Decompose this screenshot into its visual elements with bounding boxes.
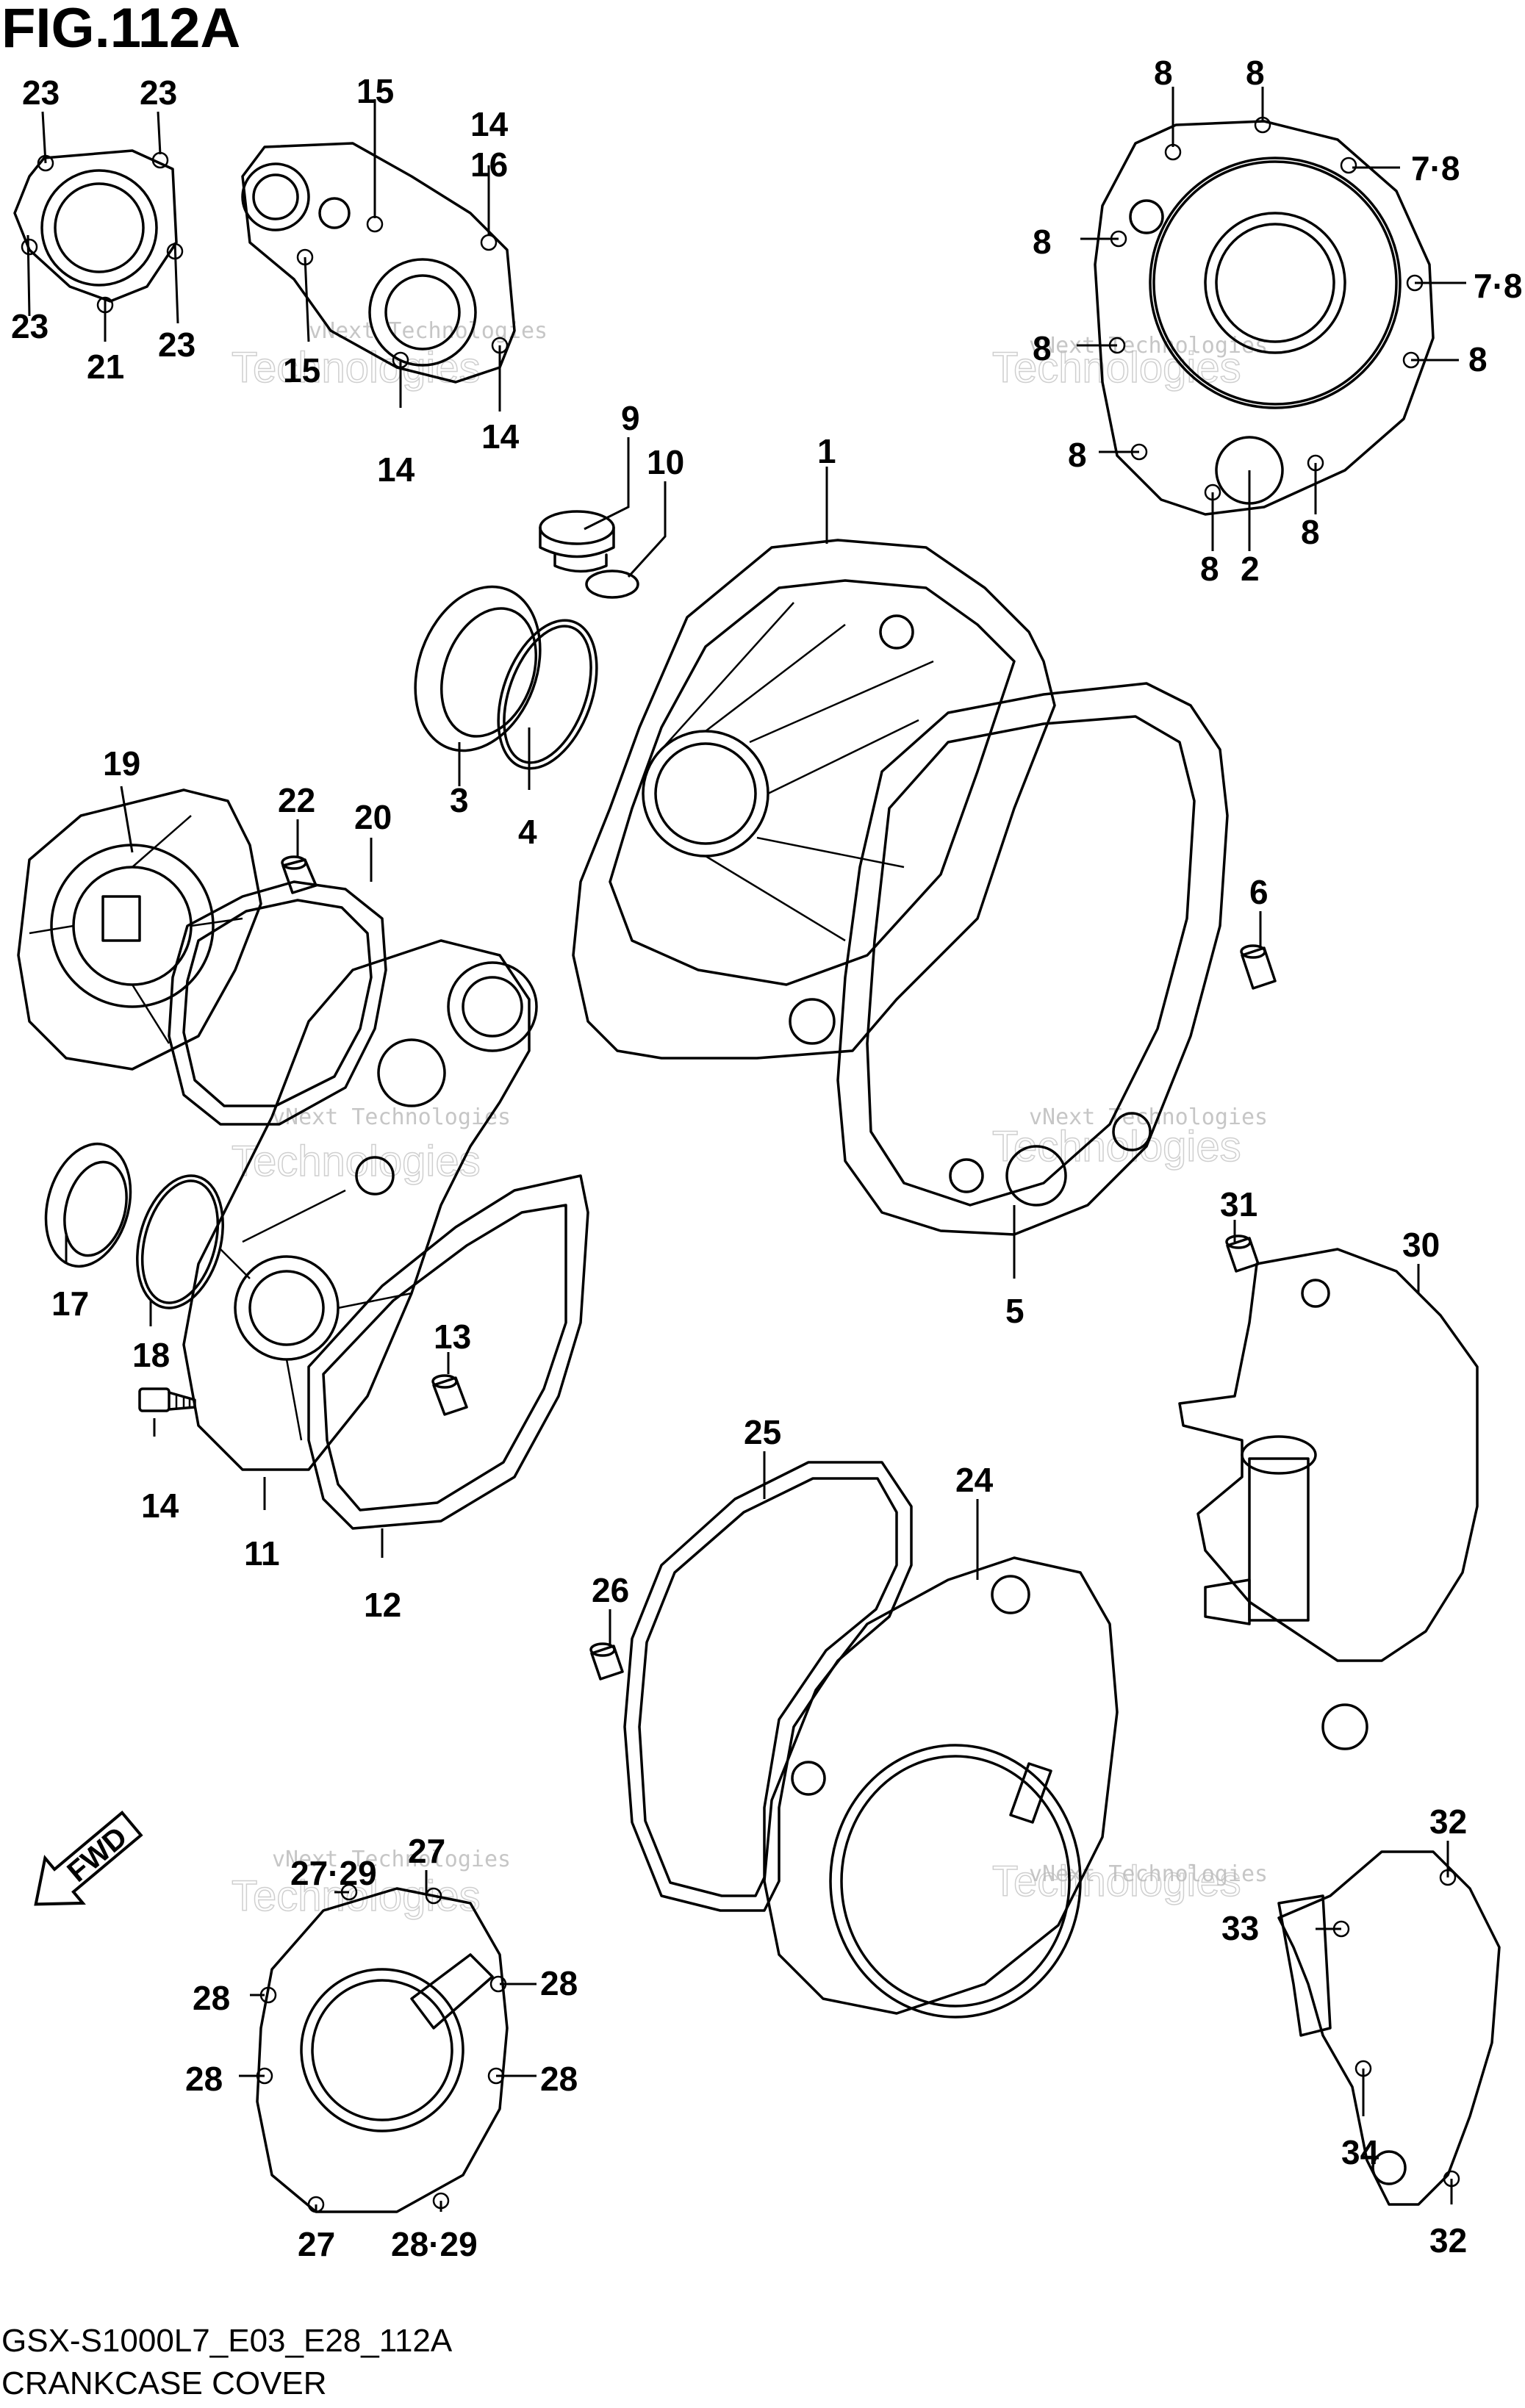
diagram-caption: CRANKCASE COVER bbox=[1, 2365, 327, 2401]
svg-text:vNext Technologies: vNext Technologies bbox=[1029, 333, 1268, 359]
callout-8: 8 bbox=[1033, 223, 1052, 261]
callout-28: 28 bbox=[540, 1964, 578, 2002]
callout-8: 8 bbox=[1468, 340, 1488, 378]
callout-14: 14 bbox=[470, 105, 509, 143]
callout-27-29: 27·29 bbox=[290, 1854, 377, 1892]
callout-33: 33 bbox=[1221, 1909, 1259, 1947]
part-11-housing bbox=[182, 939, 538, 1471]
part-32-guard bbox=[1277, 1850, 1501, 2206]
callout-labels: 23 23 23 23 21 15 15 14 16 14 14 8 8 7·8… bbox=[11, 54, 1522, 2263]
callout-16: 16 bbox=[470, 145, 508, 184]
leader-lines bbox=[26, 87, 1466, 2212]
callout-7-8: 7·8 bbox=[1474, 267, 1522, 305]
callout-14: 14 bbox=[481, 417, 520, 456]
part-3-oil-seal bbox=[414, 585, 598, 770]
callout-27: 27 bbox=[298, 2225, 335, 2263]
part-5-gasket bbox=[836, 682, 1229, 1236]
part-9-plug bbox=[539, 510, 639, 599]
callout-8: 8 bbox=[1033, 329, 1052, 367]
part-14-bolt bbox=[138, 1387, 196, 1412]
callout-32: 32 bbox=[1429, 1803, 1467, 1841]
part-24-clutch-cover bbox=[763, 1556, 1119, 2019]
svg-text:vNext Technologies: vNext Technologies bbox=[272, 1104, 511, 1130]
callout-9: 9 bbox=[621, 399, 640, 437]
callout-10: 10 bbox=[647, 443, 684, 481]
model-code: GSX-S1000L7_E03_E28_112A bbox=[1, 2323, 453, 2359]
part-17-oil-seal bbox=[44, 1142, 224, 1309]
part-30-cover bbox=[1178, 1248, 1479, 1750]
callout-20: 20 bbox=[354, 798, 392, 836]
callout-28: 28 bbox=[193, 1979, 230, 2017]
callout-4: 4 bbox=[518, 813, 537, 851]
part-25-gasket bbox=[623, 1461, 913, 1912]
svg-text:vNext Technologies: vNext Technologies bbox=[272, 1847, 511, 1872]
part-2-generator-cover bbox=[1094, 116, 1435, 516]
callout-13: 13 bbox=[434, 1318, 471, 1356]
callout-8: 8 bbox=[1068, 436, 1087, 474]
callout-6: 6 bbox=[1249, 873, 1269, 911]
callout-18: 18 bbox=[132, 1336, 170, 1374]
callout-3: 3 bbox=[450, 781, 469, 819]
callout-8: 8 bbox=[1200, 550, 1219, 588]
callout-23: 23 bbox=[11, 307, 49, 345]
callout-28: 28 bbox=[540, 2060, 578, 2098]
callout-1: 1 bbox=[817, 432, 836, 470]
callout-31: 31 bbox=[1220, 1185, 1257, 1223]
callout-26: 26 bbox=[592, 1571, 629, 1609]
svg-text:Technologies: Technologies bbox=[992, 1858, 1241, 1905]
part-26-dowel bbox=[589, 1642, 624, 1681]
callout-34: 34 bbox=[1341, 2133, 1379, 2171]
callout-8: 8 bbox=[1301, 513, 1320, 551]
callout-11: 11 bbox=[244, 1534, 280, 1573]
callout-8: 8 bbox=[1246, 54, 1265, 92]
callout-21: 21 bbox=[87, 348, 124, 386]
callout-23: 23 bbox=[140, 73, 177, 112]
callout-25: 25 bbox=[744, 1413, 781, 1451]
part-1-crankcase-cover bbox=[572, 539, 1056, 1060]
callout-14: 14 bbox=[377, 450, 415, 489]
callout-8: 8 bbox=[1154, 54, 1173, 92]
part-6-dowel bbox=[1240, 944, 1277, 990]
watermark: vNext Technologies Technologies vNext Te… bbox=[231, 318, 1268, 1921]
part-21-cover bbox=[13, 149, 184, 314]
part-16-pump-cover bbox=[241, 142, 516, 384]
callout-30: 30 bbox=[1402, 1226, 1440, 1264]
figure-title: FIG.112A bbox=[1, 0, 240, 60]
callout-14: 14 bbox=[141, 1487, 179, 1525]
part-12-gasket bbox=[307, 1174, 589, 1530]
svg-text:Technologies: Technologies bbox=[232, 344, 481, 392]
callout-27: 27 bbox=[408, 1832, 445, 1870]
part-19-pump-body bbox=[17, 788, 262, 1071]
callout-32: 32 bbox=[1429, 2221, 1467, 2260]
callout-22: 22 bbox=[278, 781, 315, 819]
callout-28: 28 bbox=[185, 2060, 223, 2098]
part-20-gasket bbox=[168, 880, 387, 1126]
fwd-direction-badge: FWD bbox=[34, 1811, 143, 1906]
callout-7-8: 7·8 bbox=[1411, 149, 1460, 187]
callout-15: 15 bbox=[356, 72, 394, 110]
callout-23: 23 bbox=[22, 73, 60, 112]
callout-2: 2 bbox=[1241, 550, 1260, 588]
part-27-cover bbox=[256, 1883, 509, 2213]
callout-19: 19 bbox=[103, 744, 140, 783]
callout-5: 5 bbox=[1005, 1292, 1025, 1330]
part-31-dowel bbox=[1225, 1234, 1260, 1273]
part-22-dowel bbox=[281, 855, 317, 894]
callout-24: 24 bbox=[955, 1461, 994, 1499]
callout-12: 12 bbox=[364, 1586, 401, 1624]
part-13-dowel bbox=[431, 1374, 468, 1416]
callout-15: 15 bbox=[283, 351, 320, 389]
callout-23: 23 bbox=[158, 326, 195, 364]
callout-28-29: 28·29 bbox=[391, 2225, 478, 2263]
callout-17: 17 bbox=[51, 1284, 89, 1323]
